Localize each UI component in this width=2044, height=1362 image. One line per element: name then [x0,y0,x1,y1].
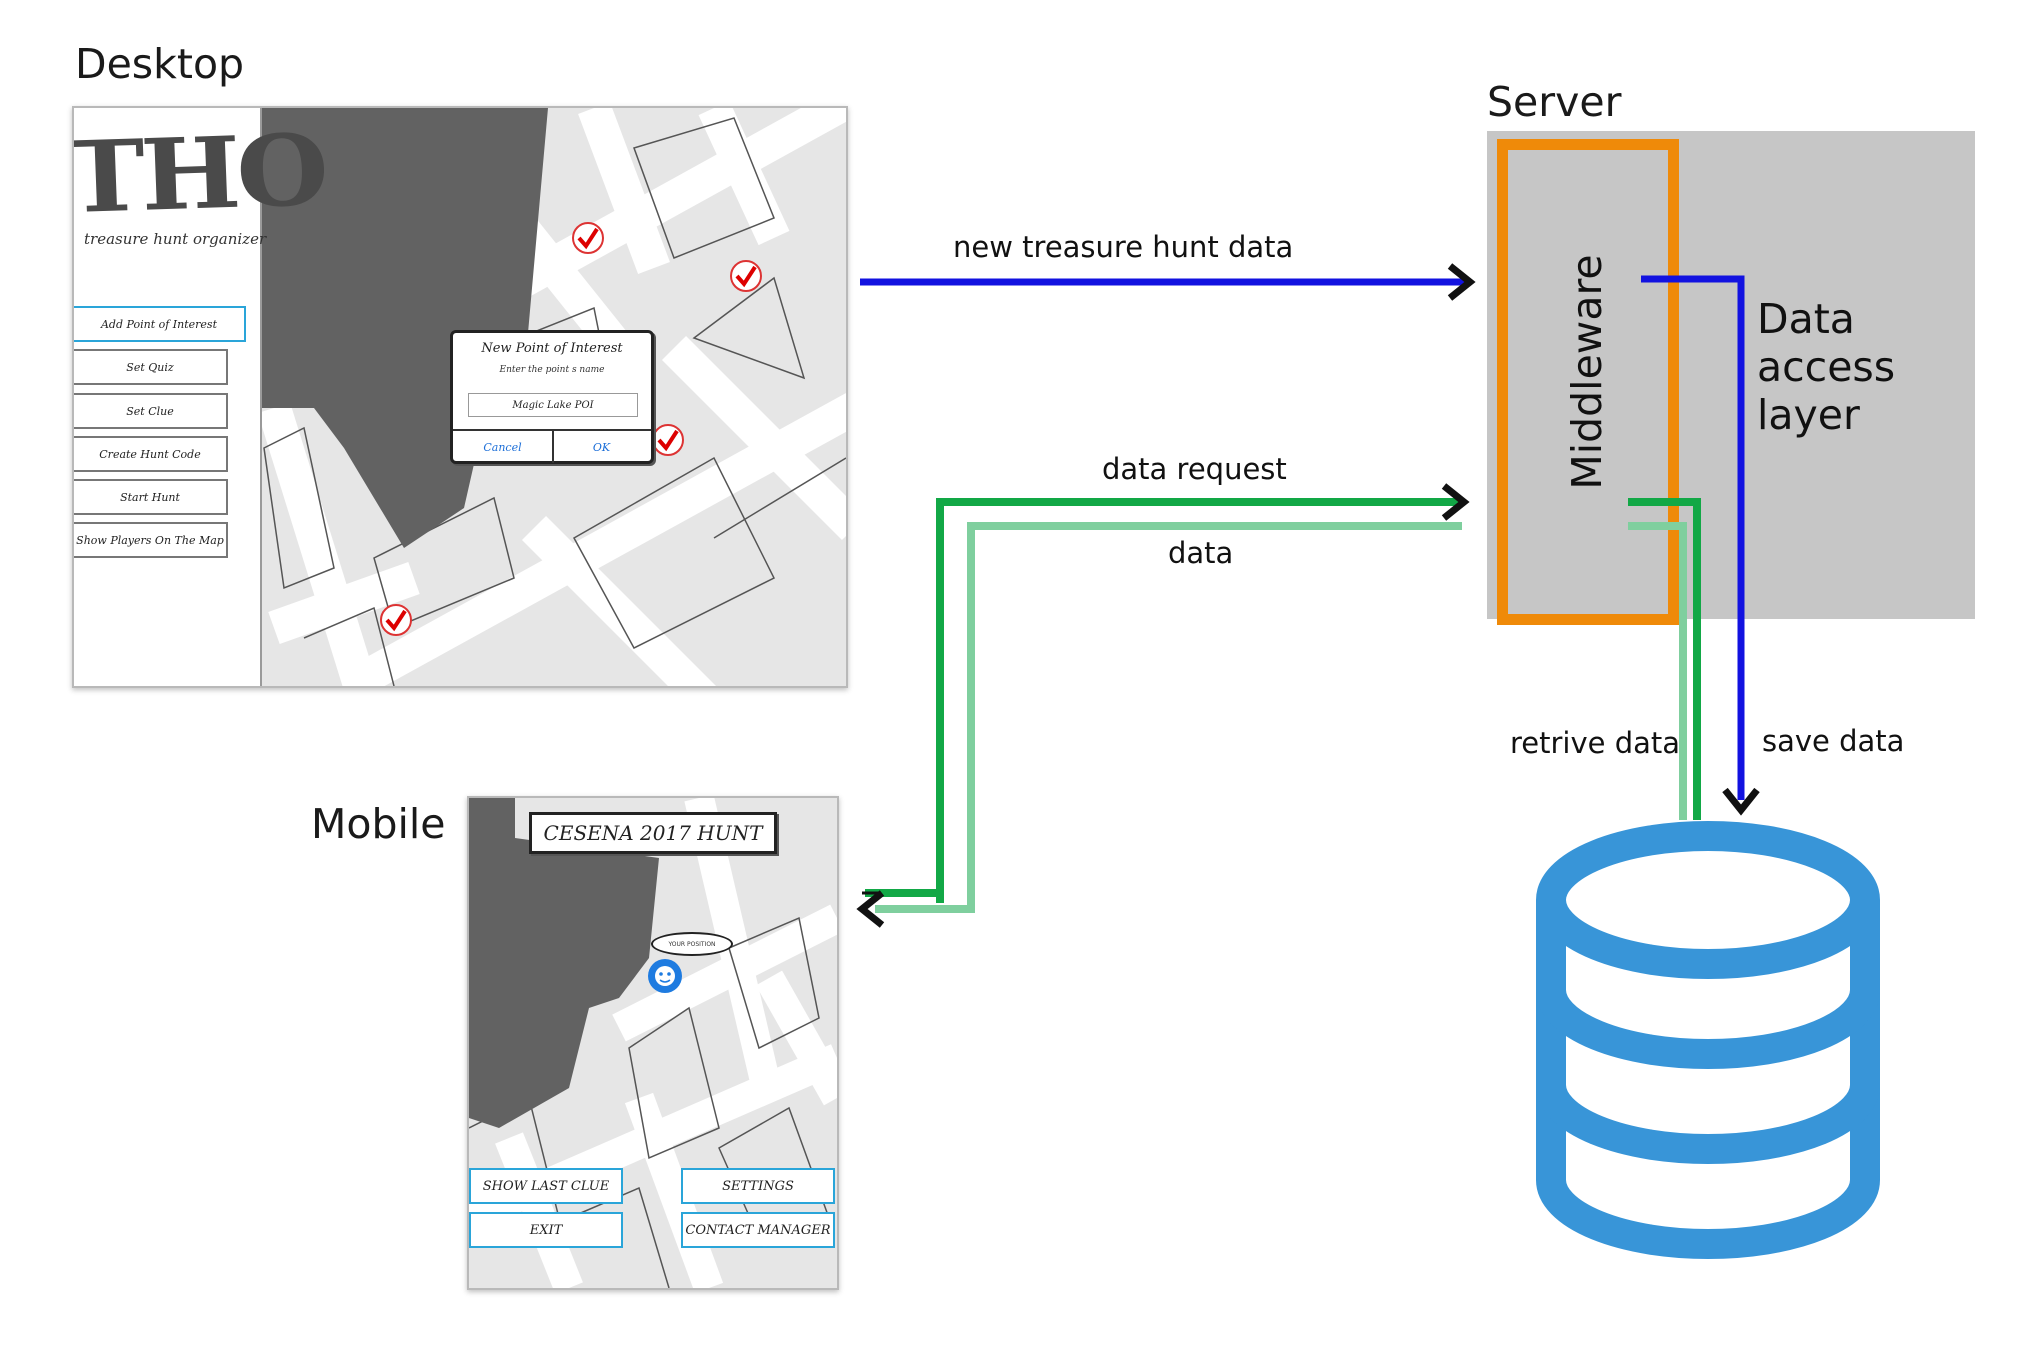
contact-manager-button[interactable]: CONTACT MANAGER [681,1212,835,1248]
dal-line-3: layer [1757,391,1860,439]
add-poi-button[interactable]: Add Point of Interest [74,306,246,342]
retrieve-data-arrow-light [1628,522,1687,820]
save-data-label: save data [1762,724,1905,758]
desktop-label: Desktop [75,40,245,88]
desktop-sidebar: THO treasure hunt organizer Add Point of… [74,108,327,686]
server-box [1487,131,1975,619]
new-data-label: new treasure hunt data [953,230,1294,264]
data-arrow [875,522,1462,913]
create-hunt-code-button[interactable]: Create Hunt Code [74,436,228,472]
settings-button[interactable]: SETTINGS [681,1168,835,1204]
retrieve-data-label: retrive data [1510,726,1681,760]
new-data-arrowhead [1447,263,1476,301]
data-request-label: data request [1102,452,1287,486]
poi-markers [380,222,762,636]
set-quiz-button[interactable]: Set Quiz [74,349,228,385]
ok-button[interactable]: OK [552,429,651,463]
middleware-box [1497,139,1679,625]
data-label: data [1168,536,1234,570]
set-clue-button[interactable]: Set Clue [74,393,228,429]
database-icon [1536,821,1880,1259]
show-last-clue-button[interactable]: SHOW LAST CLUE [469,1168,623,1204]
mobile-label: Mobile [311,800,446,848]
dialog-title: New Point of Interest [481,341,623,356]
user-avatar-icon [648,959,682,993]
app-tagline: treasure hunt organizer [84,230,267,248]
data-arrowhead [856,890,885,928]
your-position-bubble: YOUR POSITION [651,932,733,956]
dal-line-2: access [1757,343,1896,391]
desktop-app-mockup: THO treasure hunt organizer Add Point of… [72,106,848,688]
new-poi-dialog: New Point of Interest Enter the point s … [450,330,654,464]
retrieve-data-arrow [1628,498,1701,820]
hunt-title: CESENA 2017 HUNT [529,812,777,854]
dialog-subtitle: Enter the point s name [499,365,605,375]
mobile-app-mockup: CESENA 2017 HUNT YOUR POSITION SHOW LAST… [467,796,839,1290]
start-hunt-button[interactable]: Start Hunt [74,479,228,515]
show-players-button[interactable]: Show Players On The Map [74,522,228,558]
save-data-arrow [1641,275,1745,800]
dal-line-1: Data [1757,295,1855,343]
exit-button[interactable]: EXIT [469,1212,623,1248]
server-label: Server [1487,78,1622,126]
data-request-arrow [936,498,1462,903]
data-request-arrowhead [1441,483,1470,521]
cancel-button[interactable]: Cancel [453,429,554,463]
save-data-arrowhead [1722,787,1760,816]
poi-name-input[interactable]: Magic Lake POI [468,393,638,417]
data-access-layer-label: Data access layer [1757,295,1895,439]
